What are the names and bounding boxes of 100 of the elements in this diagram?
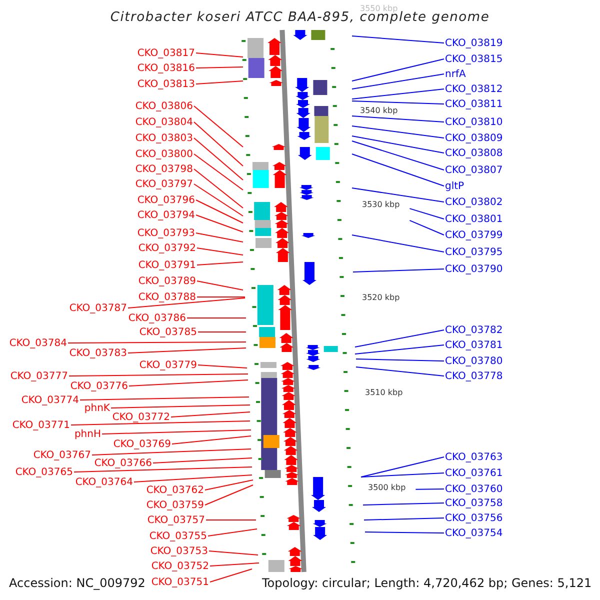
leader-line — [196, 262, 244, 266]
gene-label: CKO_03800 — [135, 148, 193, 160]
leader-line — [210, 568, 252, 582]
leader-line — [170, 412, 250, 418]
gene-label: CKO_03756 — [445, 512, 503, 524]
gene-label: CKO_03788 — [138, 292, 196, 302]
gene-label: CKO_03764 — [75, 476, 133, 488]
gene-label: CKO_03784 — [9, 338, 67, 348]
gene-label: CKO_03767 — [33, 450, 91, 460]
leader-line — [352, 154, 444, 186]
gene-label: CKO_03774 — [21, 394, 79, 406]
leader-line — [196, 280, 244, 290]
diagram-title: Citrobacter koseri ATCC BAA-895, complete genome — [109, 10, 491, 25]
gene-label: CKO_03777 — [10, 370, 68, 382]
gene-label: CKO_03789 — [138, 276, 196, 286]
leader-line — [210, 562, 260, 566]
gene-label: CKO_03802 — [445, 196, 503, 208]
leader-line — [194, 184, 244, 216]
gene-label: CKO_03799 — [445, 230, 503, 240]
gene-label: CKO_03783 — [69, 348, 127, 358]
leader-line — [198, 364, 248, 368]
gene-label: CKO_03772 — [112, 412, 170, 422]
leader-line — [128, 348, 246, 354]
leader-line — [208, 528, 258, 536]
gene-label: CKO_03761 — [445, 468, 503, 478]
leader-line — [196, 66, 244, 68]
gene-label: CKO_03766 — [94, 458, 152, 468]
gene-label: CKO_03781 — [445, 340, 503, 350]
gene-label: CKO_03813 — [137, 78, 195, 90]
gene-label: phnK — [84, 402, 110, 414]
gene-label: CKO_03760 — [445, 484, 503, 494]
gene-label: CKO_03782 — [445, 324, 503, 336]
leader-line — [354, 330, 444, 348]
leader-line — [68, 342, 246, 344]
leader-line — [194, 138, 244, 180]
leader-line — [152, 458, 252, 464]
gene-label: CKO_03779 — [139, 360, 197, 370]
leader-line — [352, 136, 444, 154]
gene-label: CKO_03759 — [146, 500, 204, 510]
gene-label: phnH — [74, 428, 101, 440]
gene-label: CKO_03769 — [113, 438, 171, 450]
scale-label: 3540 kbp — [360, 106, 398, 115]
gene-label: CKO_03807 — [445, 164, 503, 176]
leader-line — [356, 358, 444, 362]
gene-label: CKO_03754 — [445, 528, 503, 538]
leader-line — [110, 404, 250, 408]
gene-label: CKO_03771 — [12, 420, 70, 430]
leader-line — [352, 140, 444, 170]
gene-label: CKO_03793 — [137, 228, 195, 238]
gene-label: CKO_03792 — [138, 242, 196, 254]
leader-line — [194, 122, 244, 166]
leader-line — [68, 374, 248, 376]
gene-label: CKO_03776 — [70, 380, 128, 392]
leader-line — [352, 268, 444, 272]
gene-label: CKO_03819 — [445, 38, 503, 48]
leader-line — [204, 484, 254, 506]
leader-line — [92, 448, 252, 456]
leader-line — [362, 502, 444, 506]
leader-line — [352, 100, 444, 104]
scale-label: 3520 kbp — [362, 293, 400, 302]
leader-line — [196, 52, 244, 58]
leader-line — [352, 116, 444, 122]
leader-line — [196, 200, 244, 224]
leader-line — [409, 220, 444, 236]
gene-label: CKO_03808 — [445, 148, 503, 158]
leader-line — [415, 488, 444, 490]
leader-line — [196, 232, 244, 242]
gene-label: CKO_03751 — [151, 576, 209, 588]
leader-line — [74, 466, 252, 472]
leader-line — [356, 366, 444, 376]
leader-line — [70, 420, 250, 426]
leader-line — [204, 480, 254, 490]
leader-line — [194, 168, 244, 208]
gene-label: CKO_03787 — [69, 302, 127, 314]
gene-label: CKO_03806 — [135, 100, 193, 112]
leader-line — [360, 472, 444, 478]
gene-label: CKO_03758 — [445, 498, 503, 508]
gene-label: CKO_03785 — [139, 326, 197, 338]
gene-label: CKO_03790 — [445, 264, 503, 274]
gene-label: CKO_03795 — [445, 246, 503, 258]
gene-label: CKO_03791 — [138, 260, 196, 270]
leader-line — [364, 518, 444, 520]
gene-label: CKO_03778 — [445, 370, 503, 382]
gene-label: gltP — [445, 180, 464, 192]
gene-label: CKO_03752 — [151, 560, 209, 572]
gene-label: CKO_03804 — [135, 116, 193, 128]
leader-line — [128, 380, 248, 386]
leader-line — [194, 106, 244, 148]
gene-label: CKO_03811 — [445, 98, 503, 110]
leader-line — [134, 474, 252, 482]
gene-label: CKO_03810 — [445, 116, 503, 128]
gene-label: CKO_03765 — [15, 466, 73, 478]
leader-line — [80, 396, 250, 400]
leader-line — [364, 532, 444, 534]
scale-label: 3550 kbp — [360, 4, 398, 13]
leader-line — [196, 214, 244, 232]
gene-label: CKO_03798 — [135, 164, 193, 174]
gene-label: CKO_03815 — [445, 54, 503, 64]
scale-label: 3500 kbp — [368, 483, 406, 492]
scale-label: 3510 kbp — [365, 388, 403, 397]
